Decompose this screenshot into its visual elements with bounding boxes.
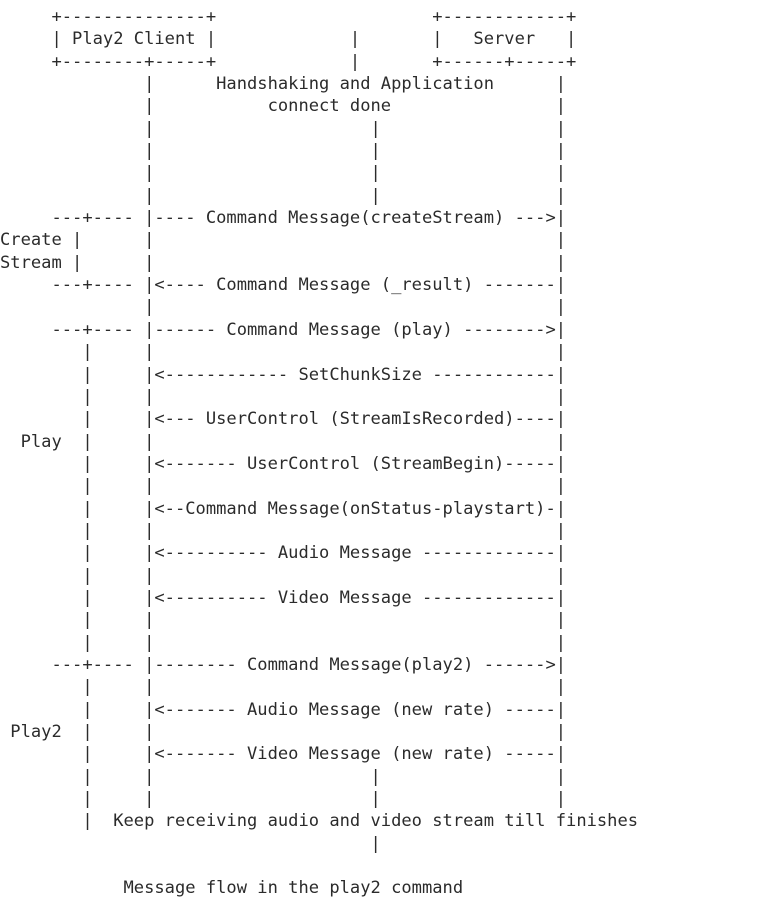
diagram-line-12: ---+---- |<---- Command Message (_result… <box>0 275 567 296</box>
diagram-line-16: | |<------------ SetChunkSize ----------… <box>0 364 567 385</box>
diagram-line-1: | Play2 Client | | | Server | <box>0 29 577 50</box>
diagram-line-20: | |<------- UserControl (StreamBegin)---… <box>0 453 567 474</box>
diagram-line-32: Play2 | | | <box>0 722 567 742</box>
diagram-line-21: | | | <box>0 476 567 497</box>
diagram-line-35: | | | | <box>0 789 567 810</box>
diagram-line-8: | | | <box>0 185 567 206</box>
diagram-line-13: | | <box>0 297 567 318</box>
diagram-line-25: | | | <box>0 565 567 586</box>
diagram-line-28: | | | <box>0 632 567 653</box>
diagram-line-10: Create | | | <box>0 230 567 251</box>
diagram-line-14: ---+---- |------ Command Message (play) … <box>0 319 567 340</box>
diagram-line-19: Play | | | <box>0 431 567 452</box>
diagram-line-24: | |<---------- Audio Message -----------… <box>0 543 567 564</box>
diagram-line-29: ---+---- |-------- Command Message(play2… <box>0 654 567 675</box>
diagram-line-4: | connect done | <box>0 96 567 117</box>
diagram-line-26: | |<---------- Video Message -----------… <box>0 587 567 608</box>
diagram-line-22: | |<--Command Message(onStatus-playstart… <box>0 498 567 519</box>
diagram-line-38 <box>0 855 774 877</box>
diagram-line-9: ---+---- |---- Command Message(createStr… <box>0 208 567 229</box>
diagram-line-0: +--------------+ +------------+ <box>0 7 577 27</box>
diagram-line-23: | | | <box>0 520 567 541</box>
diagram-line-5: | | | <box>0 118 567 139</box>
diagram-line-37: | <box>0 833 567 854</box>
diagram-line-3: | Handshaking and Application | <box>0 74 567 95</box>
diagram-line-27: | | | <box>0 610 567 631</box>
diagram-line-30: | | | <box>0 677 567 698</box>
diagram-line-15: | | | <box>0 342 567 363</box>
diagram-line-36: | Keep receiving audio and video stream … <box>0 811 639 832</box>
diagram-line-18: | |<--- UserControl (StreamIsRecorded)--… <box>0 409 567 430</box>
diagram-line-7: | | | <box>0 163 567 184</box>
diagram-line-33: | |<------- Video Message (new rate) ---… <box>0 744 567 765</box>
diagram-line-31: | |<------- Audio Message (new rate) ---… <box>0 699 567 720</box>
diagram-line-11: Stream | | | <box>0 252 567 273</box>
diagram-caption: Message flow in the play2 command <box>0 878 577 899</box>
diagram-line-34: | | | | <box>0 766 567 787</box>
diagram-line-6: | | | <box>0 141 567 162</box>
diagram-line-17: | | | <box>0 386 567 407</box>
diagram-line-2: +--------+-----+ | +------+-----+ <box>0 51 577 72</box>
